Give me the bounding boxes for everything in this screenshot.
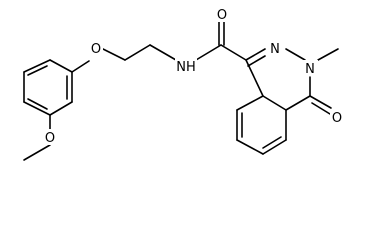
bond: [262, 95, 287, 111]
bond: [247, 55, 266, 67]
bond: [23, 144, 51, 161]
bond: [23, 59, 51, 73]
bond: [27, 65, 48, 76]
atom-o-oxo: O: [330, 109, 344, 126]
atom-label: O: [217, 8, 227, 23]
bond: [262, 136, 282, 149]
bond: [195, 44, 222, 61]
bond: [71, 60, 90, 73]
bond: [49, 59, 73, 73]
bond: [245, 59, 264, 97]
bond: [220, 44, 247, 61]
bond: [245, 48, 266, 61]
molecule-structure: O O NH O N N O: [23, 6, 344, 161]
bond: [149, 44, 177, 61]
bond: [23, 101, 51, 116]
bond: [262, 139, 287, 155]
atom-label: NH: [176, 60, 196, 75]
atom-o-ether: O: [89, 40, 103, 57]
atom-label: N: [270, 42, 280, 57]
atom-n2: N: [268, 40, 283, 57]
bond: [236, 95, 264, 111]
atom-n3: N: [303, 60, 318, 77]
bond: [236, 139, 264, 155]
bond: [317, 48, 339, 61]
bond: [309, 95, 332, 109]
atom-nh-amide: NH: [175, 58, 197, 75]
atom-label: O: [332, 111, 342, 126]
atom-o-carbonyl-amide: O: [215, 6, 229, 23]
atom-label: O: [45, 131, 55, 146]
bond: [311, 102, 331, 115]
bond: [27, 98, 48, 110]
bond: [102, 48, 126, 61]
bond: [285, 48, 306, 61]
bonds: [23, 20, 339, 161]
bond: [285, 95, 311, 111]
bond: [124, 44, 151, 61]
atom-label: O: [91, 42, 101, 57]
atom-o-methoxy: O: [43, 129, 57, 146]
atom-label: N: [305, 62, 315, 77]
atom-labels: O O NH O N N O: [43, 6, 344, 146]
bond: [49, 101, 73, 116]
